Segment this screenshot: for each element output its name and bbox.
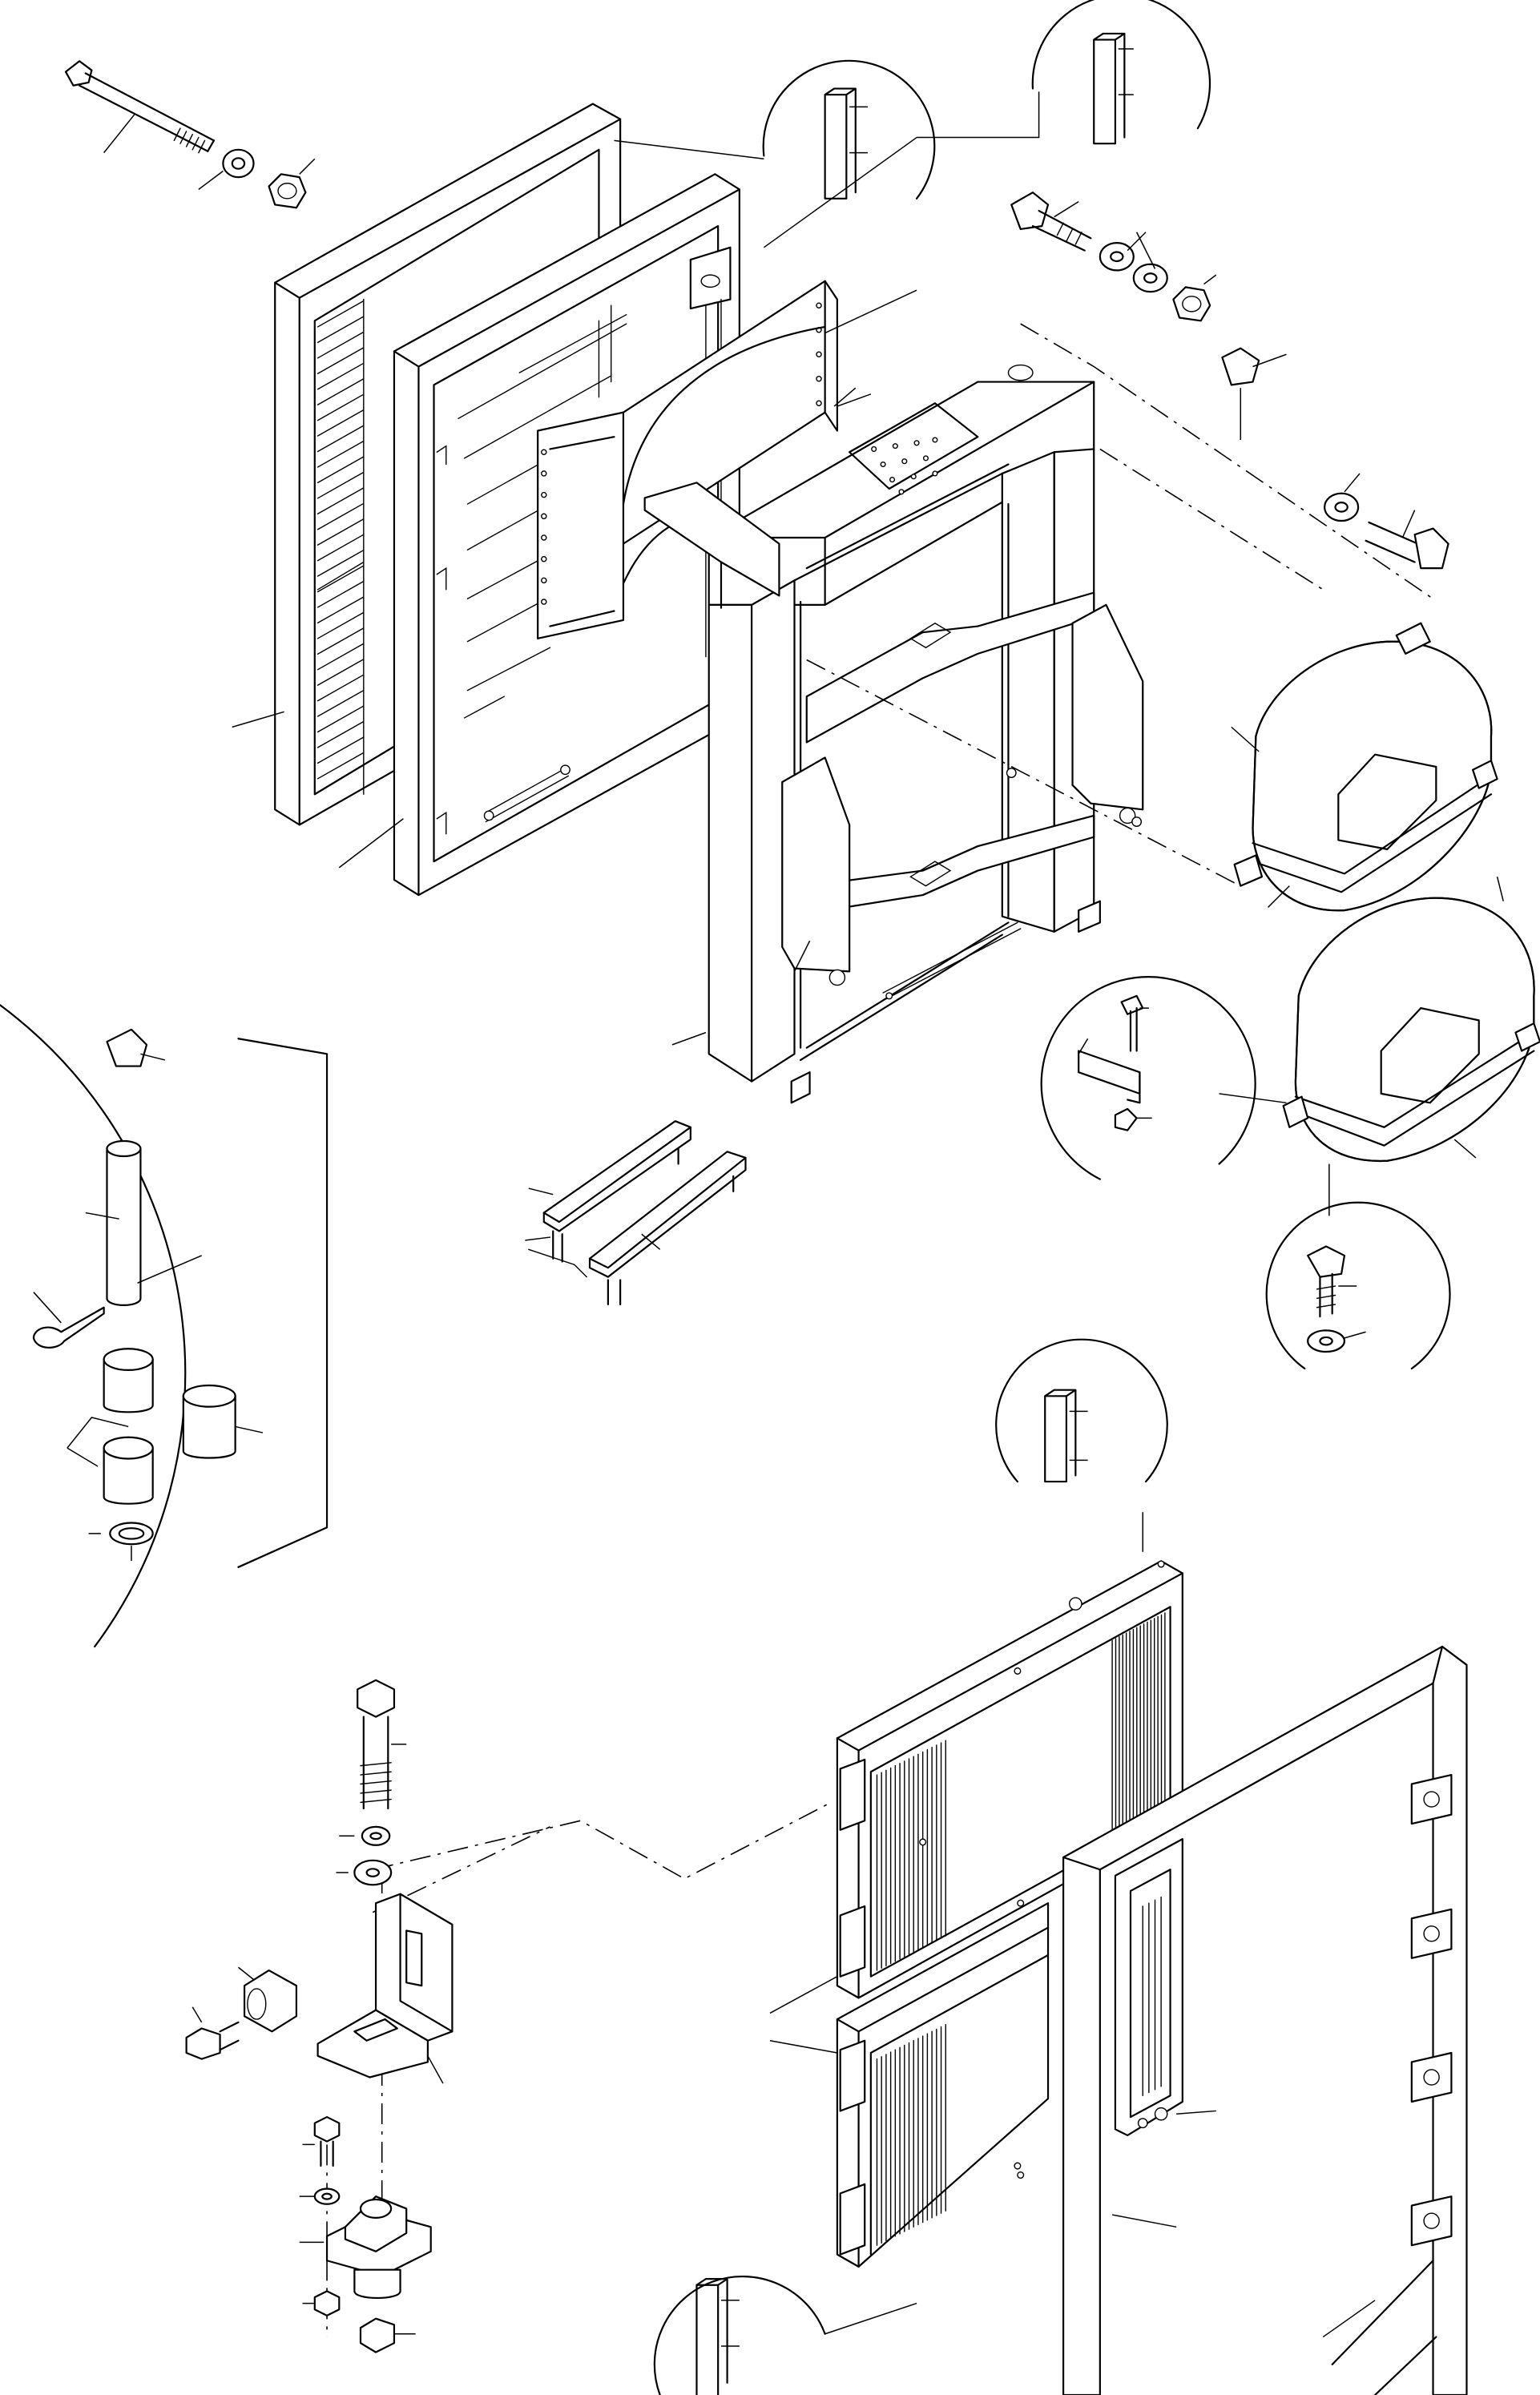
fan-guard-lower <box>1284 877 1540 1216</box>
louver-slats <box>318 300 364 795</box>
central-frame-assembly <box>645 365 1143 1103</box>
louver-slat <box>318 425 364 451</box>
louver-slat <box>318 706 364 732</box>
detail-circle-pin <box>0 1005 327 1647</box>
shroud-bolt-hole <box>542 599 546 604</box>
flange-bolt-set <box>1011 192 1448 568</box>
fan-shroud-plate <box>538 281 917 639</box>
shroud-bolt-hole <box>816 303 821 308</box>
louver-slat <box>318 534 364 560</box>
plate-bolt-hole <box>911 474 916 479</box>
louver-slat <box>318 301 364 327</box>
louver-slat <box>318 317 364 342</box>
louver-slat <box>318 675 364 700</box>
louver-slat <box>318 457 364 482</box>
louver-slat <box>318 410 364 436</box>
shroud-bolt-hole <box>816 377 821 381</box>
louver-slat <box>318 582 364 607</box>
louver-slat <box>318 659 364 685</box>
nut-part <box>269 159 315 208</box>
shroud-bolt-hole <box>542 514 546 518</box>
plate-bolt-hole <box>890 478 895 482</box>
detail-circle-column-bottom <box>655 2276 917 2395</box>
lifting-bars <box>526 1121 746 1304</box>
shroud-bolt-hole <box>816 352 821 357</box>
louver-slat <box>318 394 364 420</box>
louver-slat <box>318 612 364 638</box>
shroud-bolt-hole <box>542 557 546 562</box>
plate-bolt-hole <box>933 471 937 476</box>
shroud-bolt-hole <box>542 493 546 498</box>
plate-bolt-hole <box>881 462 885 467</box>
core-upper <box>770 1512 1183 2013</box>
louver-slat <box>318 488 364 514</box>
louver-slat <box>318 566 364 591</box>
louver-slat <box>318 643 364 669</box>
louver-divider <box>318 300 364 795</box>
washer-part <box>199 150 254 190</box>
plate-bolt-hole <box>899 490 904 494</box>
plate-bolt-hole <box>872 447 877 452</box>
frame-ear-hole <box>1424 2213 1439 2228</box>
shroud-bolt-hole <box>542 578 546 583</box>
detail-circle-bracket <box>1042 977 1287 1179</box>
frame-ear-hole <box>1424 1792 1439 1807</box>
frame-ear-hole <box>1424 1926 1439 1941</box>
vibration-mount-assembly <box>187 1680 453 2353</box>
louver-slat <box>318 519 364 545</box>
louver-slat <box>318 503 364 529</box>
louver-slat <box>318 348 364 373</box>
louver-slat <box>318 550 364 576</box>
plate-bolt-hole <box>893 444 897 449</box>
frame-ear-hole <box>1424 2070 1439 2085</box>
detail-circle-column-lower <box>996 1340 1167 1482</box>
detail-circle-column <box>615 0 1210 199</box>
louver-slat <box>318 597 364 623</box>
louver-slat <box>318 363 364 389</box>
core-lower <box>770 1903 1048 2267</box>
shroud-bolt-hole <box>542 471 546 476</box>
fan-guard-upper <box>1232 623 1498 911</box>
louver-slat <box>318 691 364 716</box>
plate-bolt-hole <box>933 437 937 442</box>
louver-slat <box>318 628 364 654</box>
outer-mounting-frame <box>1063 1647 1466 2395</box>
shroud-bolt-hole <box>542 450 546 454</box>
shroud-bolt-hole <box>816 401 821 405</box>
louver-slat <box>318 332 364 357</box>
louver-slat <box>318 472 364 498</box>
plate-bolt-hole <box>924 456 929 461</box>
shroud-bolt-hole <box>542 535 546 540</box>
plate-bolt-hole <box>914 441 919 446</box>
louver-slat <box>318 379 364 405</box>
long-bolt-part <box>66 61 214 152</box>
detail-circle-bolt-washer <box>1267 1203 1450 1369</box>
louver-slat <box>318 752 364 778</box>
louver-slat <box>318 442 364 467</box>
louver-slat <box>318 722 364 748</box>
louver-slat <box>318 737 364 763</box>
plate-bolt-hole <box>902 459 907 464</box>
